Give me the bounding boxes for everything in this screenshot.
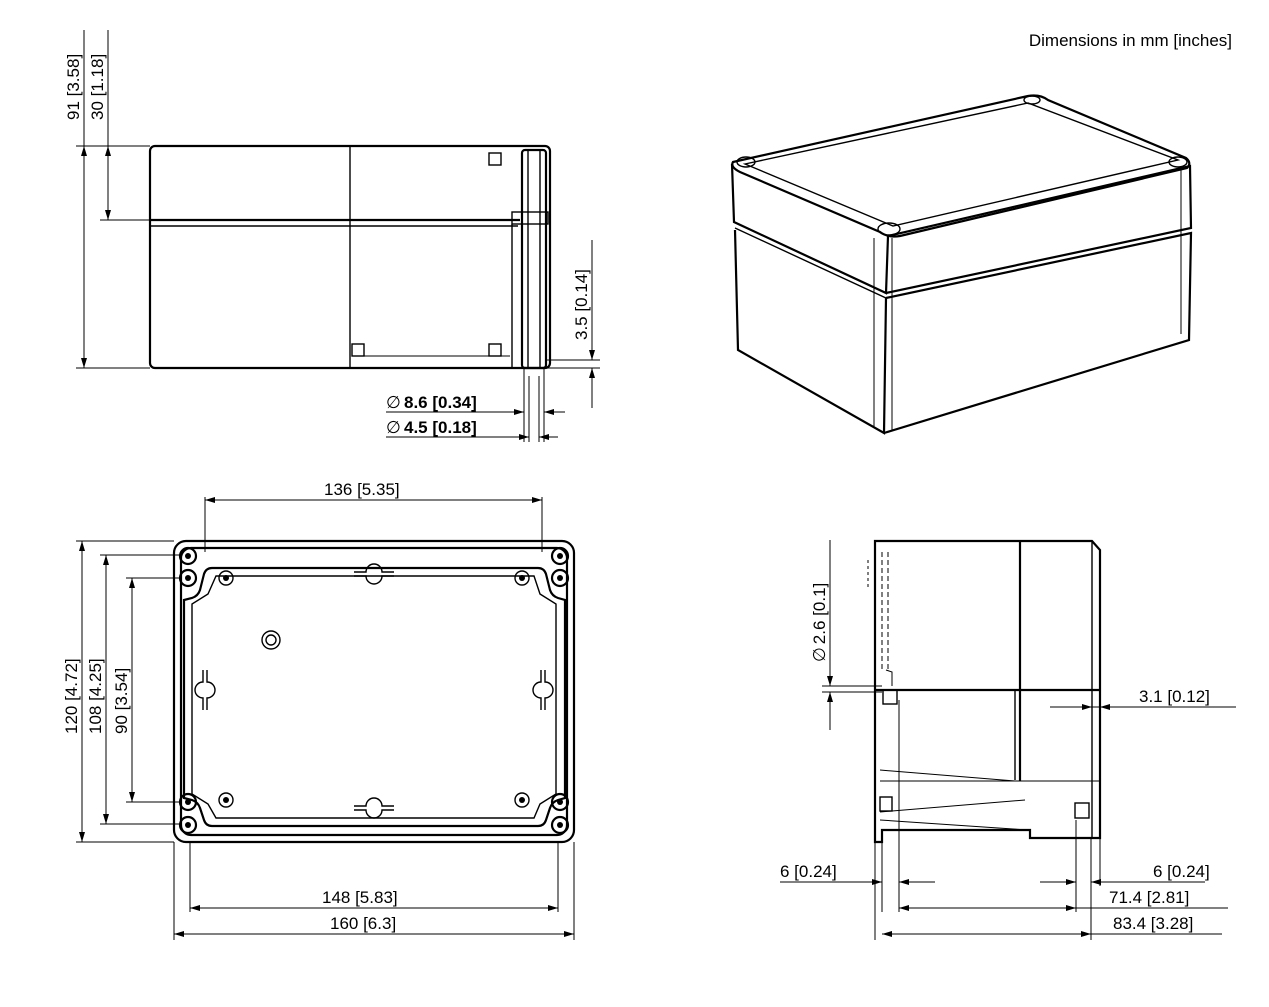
dim-height-lid: 30 [1.18] bbox=[88, 54, 107, 120]
top-view-dimensions: 136 [5.35] 120 [4.72] 108 [4.25] 90 [3.5… bbox=[62, 480, 575, 940]
dim-depth-outer: 120 [4.72] bbox=[62, 658, 81, 734]
dim-dia-small: ∅2.6 [0.1] bbox=[810, 583, 829, 662]
dim-dia-shaft: 4.5 [0.18] bbox=[404, 418, 477, 437]
top-view bbox=[172, 539, 576, 844]
front-view bbox=[148, 144, 600, 442]
isometric-view bbox=[730, 94, 1193, 435]
dim-side-left: 6 [0.24] bbox=[780, 862, 837, 881]
corner-holes bbox=[178, 546, 570, 835]
dim-depth-108: 108 [4.25] bbox=[86, 658, 105, 734]
diameter-symbol: ∅ bbox=[386, 418, 401, 437]
side-view-dimensions: ∅2.6 [0.1] 3.1 [0.12] 6 [0.24] 6 [0.24] … bbox=[780, 540, 1236, 940]
dim-side-83: 83.4 [3.28] bbox=[1113, 914, 1193, 933]
dim-dia-head: 8.6 [0.34] bbox=[404, 393, 477, 412]
dim-width-148: 148 [5.83] bbox=[322, 888, 398, 907]
diameter-symbol: ∅ bbox=[386, 393, 401, 412]
dim-wall: 3.1 [0.12] bbox=[1139, 687, 1210, 706]
dim-bolt-step: 3.5 [0.14] bbox=[572, 269, 591, 340]
side-view bbox=[867, 539, 1102, 844]
dim-width-160: 160 [6.3] bbox=[330, 914, 396, 933]
front-view-dimensions: 91 [3.58] 30 [1.18] 3.5 [0.14] ∅ 8.6 [0.… bbox=[64, 30, 595, 440]
dim-side-right: 6 [0.24] bbox=[1153, 862, 1210, 881]
dimensions-note: Dimensions in mm [inches] bbox=[1028, 31, 1232, 50]
dim-side-71: 71.4 [2.81] bbox=[1109, 888, 1189, 907]
keyhole-bosses bbox=[194, 563, 554, 819]
dim-height-total: 91 [3.58] bbox=[64, 54, 83, 120]
dim-width-inner: 136 [5.35] bbox=[324, 480, 400, 499]
dim-depth-90: 90 [3.54] bbox=[112, 668, 131, 734]
